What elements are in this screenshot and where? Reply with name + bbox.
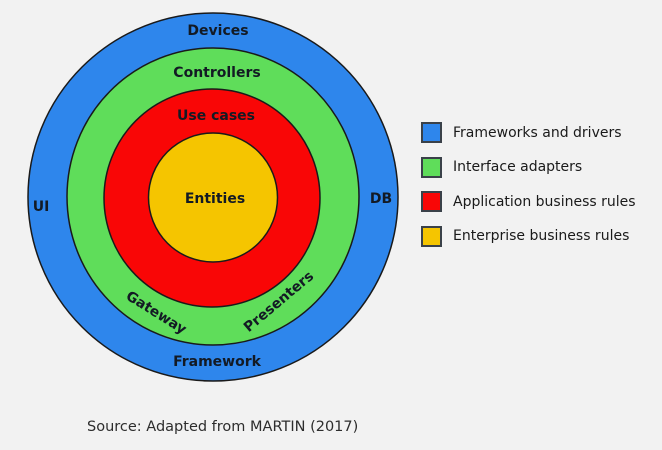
label-entities: Entities	[185, 191, 245, 207]
source-caption: Source: Adapted from MARTIN (2017)	[87, 419, 359, 435]
legend-item-interface-adapters: Interface adapters	[421, 156, 636, 178]
legend: Frameworks and drivers Interface adapter…	[421, 122, 636, 260]
legend-item-frameworks-and-drivers: Frameworks and drivers	[421, 122, 636, 143]
legend-swatch-blue	[421, 122, 442, 143]
label-framework: Framework	[173, 354, 262, 370]
legend-swatch-green	[421, 156, 442, 178]
legend-label: Frameworks and drivers	[453, 124, 622, 141]
label-devices: Devices	[187, 23, 248, 39]
legend-item-application-business-rules: Application business rules	[421, 191, 636, 212]
legend-item-enterprise-business-rules: Enterprise business rules	[421, 225, 636, 247]
label-use-cases: Use cases	[177, 108, 255, 124]
legend-label: Interface adapters	[453, 159, 583, 175]
label-db: DB	[370, 191, 392, 207]
legend-swatch-red	[421, 191, 442, 212]
legend-label: Application business rules	[453, 193, 636, 210]
label-controllers: Controllers	[173, 65, 260, 81]
ring-enterprise-business-rules	[147, 132, 279, 263]
legend-label: Enterprise business rules	[453, 228, 630, 244]
label-ui: UI	[33, 199, 50, 215]
legend-swatch-yellow	[421, 225, 442, 247]
